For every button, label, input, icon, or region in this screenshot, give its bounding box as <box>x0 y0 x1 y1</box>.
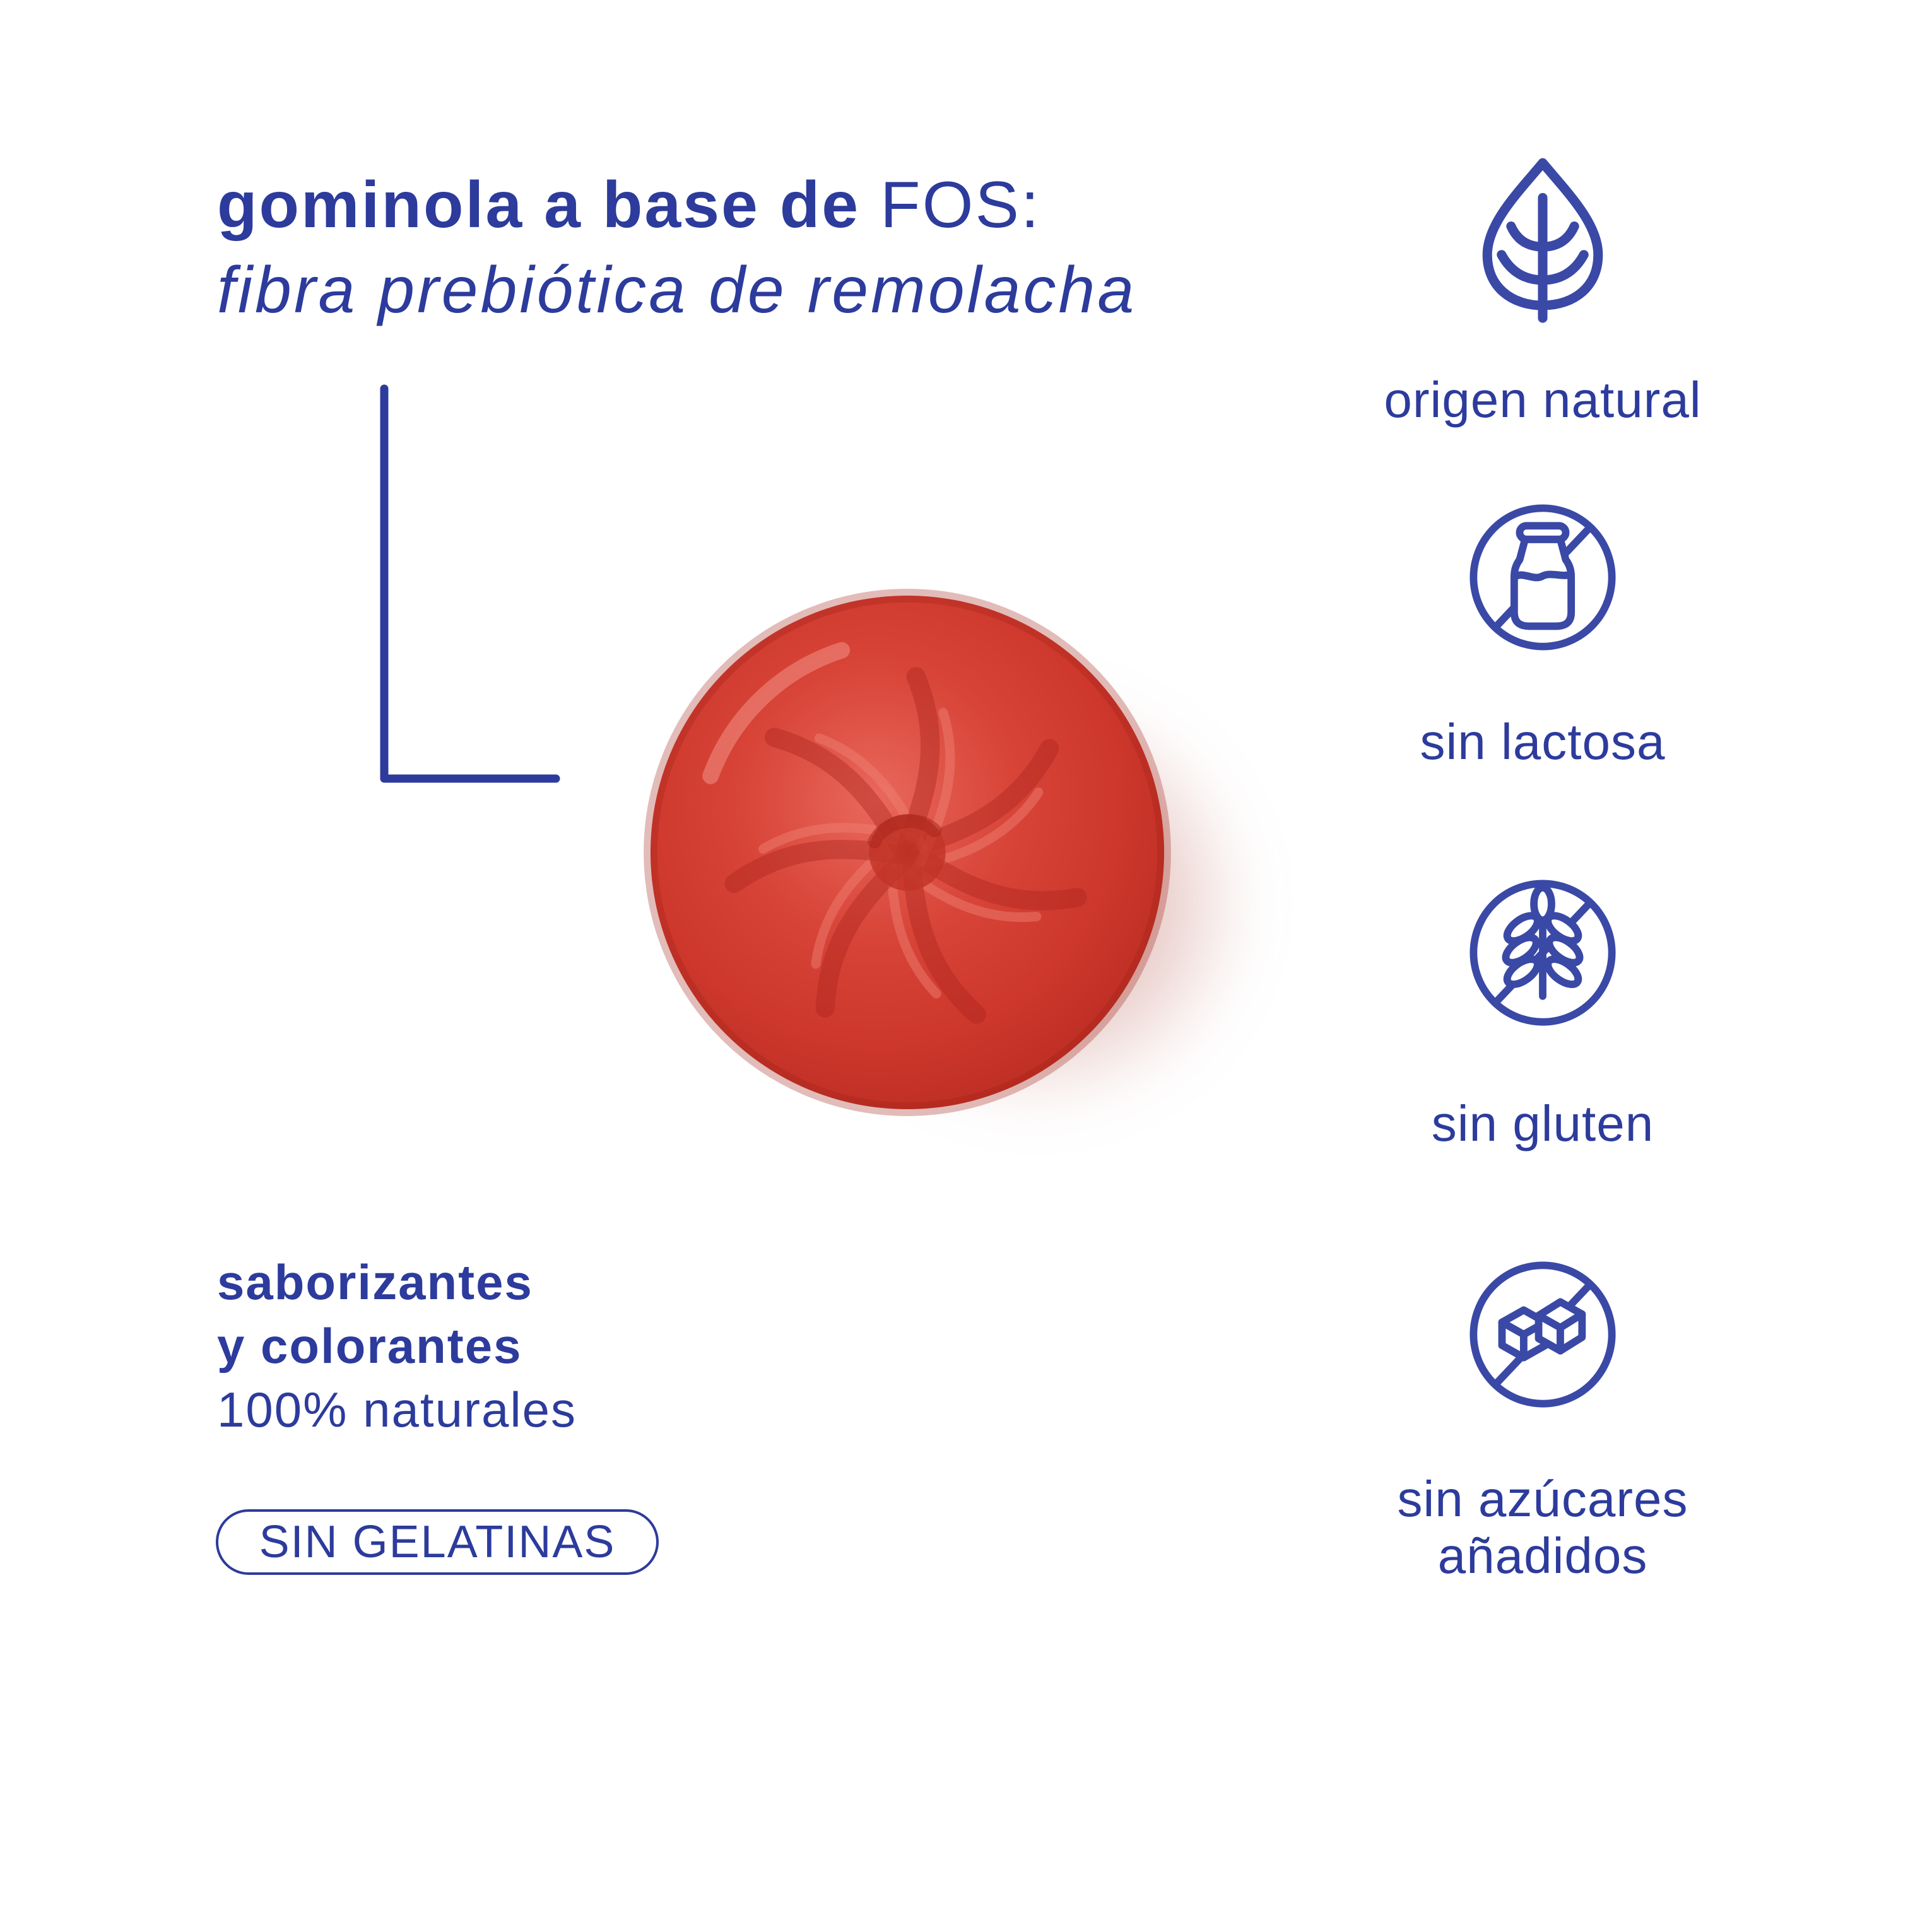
ingredients-line-2: y colorantes <box>217 1318 522 1374</box>
red-swirl-gummy <box>644 589 1171 1116</box>
sin-gelatinas-badge: SIN GELATINAS <box>216 1509 659 1575</box>
title-line-2: fibra prebiótica de remolacha <box>217 254 1137 327</box>
title-line-1-bold: gominola a base de <box>217 168 881 242</box>
feature-label-origen-natural: origen natural <box>1384 372 1702 428</box>
sin-gelatinas-badge-label: SIN GELATINAS <box>259 1517 616 1567</box>
ingredients-line-3: 100% naturales <box>217 1382 577 1437</box>
gummy-product-image <box>625 568 1256 1205</box>
page-title: gominola a base de FOS: fibra prebiótica… <box>217 163 1136 333</box>
callout-bracket-line <box>380 384 560 783</box>
title-line-1: gominola a base de FOS: <box>217 163 1136 248</box>
ingredients-text-block: saborizantes y colorantes 100% naturales <box>217 1251 577 1442</box>
no-lactose-icon <box>1470 504 1616 651</box>
feature-label-sin-azucares-line1: sin azúcares <box>1397 1471 1688 1527</box>
feature-label-sin-azucares: sin azúcares añadidos <box>1196 1471 1890 1584</box>
natural-leaf-icon <box>1482 158 1603 323</box>
no-gluten-icon <box>1470 880 1616 1026</box>
feature-label-sin-lactosa: sin lactosa <box>1420 714 1666 770</box>
feature-label-sin-gluten: sin gluten <box>1431 1095 1654 1152</box>
feature-label-sin-azucares-line2: añadidos <box>1437 1528 1648 1584</box>
no-added-sugar-icon <box>1470 1261 1616 1408</box>
title-line-1-light: FOS: <box>880 168 1041 242</box>
ingredients-line-1: saborizantes <box>217 1254 533 1310</box>
